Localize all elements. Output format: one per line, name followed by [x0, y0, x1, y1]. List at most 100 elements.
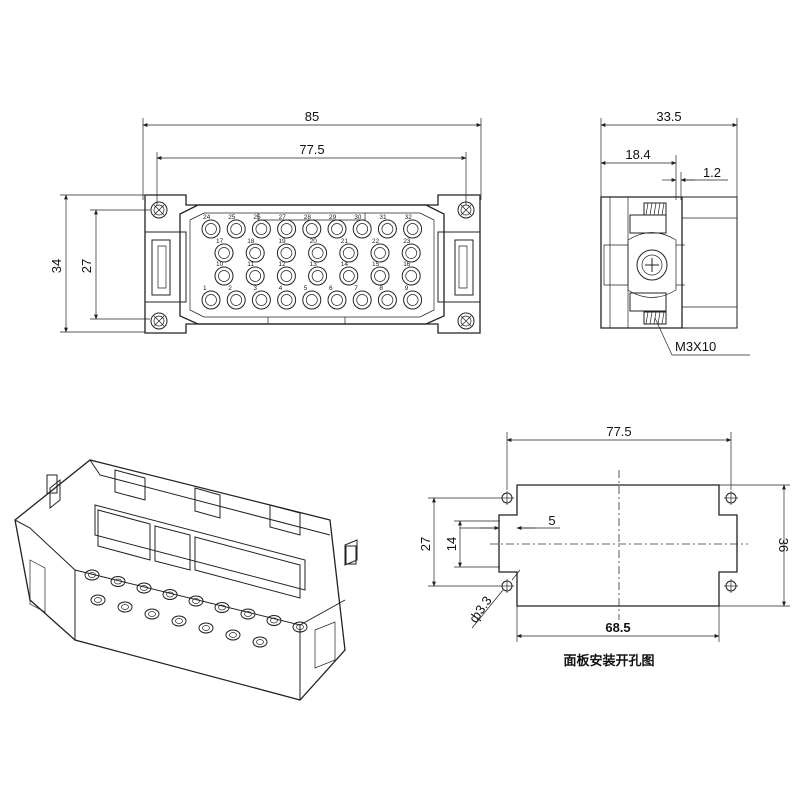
mount-hole-icon	[724, 579, 738, 593]
pin-number-label: 20	[310, 238, 318, 245]
contact-pin	[302, 290, 322, 310]
isometric-pin-socket	[256, 639, 264, 645]
pin-number-label: 19	[278, 238, 286, 245]
pin-number-label: 22	[372, 238, 380, 245]
mount-hole-icon	[724, 491, 738, 505]
screw-label: M3X10	[675, 339, 716, 354]
corner-screw-icon	[457, 201, 475, 219]
contact-pin	[401, 243, 421, 263]
contact-pin	[327, 219, 347, 239]
contact-pin	[245, 243, 265, 263]
dim-thickness: 1.2	[662, 165, 728, 200]
isometric-pin	[136, 582, 152, 594]
contact-pin-socket	[342, 247, 355, 259]
pin-number-label: 25	[228, 214, 236, 221]
contact-pin	[201, 290, 221, 310]
contact-pin-socket	[230, 223, 243, 235]
isometric-pin-socket	[121, 604, 129, 610]
contact-pin	[339, 266, 359, 286]
contact-pin-socket	[311, 270, 324, 282]
contact-pin	[277, 219, 297, 239]
pin-number-label: 5	[304, 285, 308, 292]
pin-number-label: 1	[203, 285, 207, 292]
dim-inner-width: 77.5	[156, 142, 467, 205]
corner-screw-icon	[457, 312, 475, 330]
contact-pin-socket	[280, 223, 293, 235]
dim-label-1-2: 1.2	[703, 165, 721, 180]
contact-pin-socket	[311, 247, 324, 259]
isometric-pin-socket	[114, 578, 122, 585]
isometric-pin-socket	[218, 604, 226, 611]
isometric-pin	[90, 594, 106, 606]
contact-pin-socket	[218, 270, 230, 282]
contact-pin	[352, 219, 372, 239]
isometric-pin	[240, 608, 256, 620]
contact-pin-socket	[406, 294, 419, 306]
dim-offset: 18.4	[600, 147, 677, 200]
dim-cutout-27: 27	[418, 497, 500, 587]
dim-depth: 33.5	[600, 109, 738, 200]
isometric-pin-socket	[296, 624, 304, 630]
isometric-pin-socket	[192, 598, 200, 604]
isometric-pin-socket	[270, 617, 278, 624]
pin-number-label: 15	[372, 261, 380, 268]
dim-height-inner: 27	[79, 209, 150, 320]
pin-number-label: 7	[354, 285, 358, 292]
contact-pin-socket	[331, 223, 343, 235]
contact-pin-socket	[249, 270, 262, 282]
contact-pin	[403, 219, 423, 239]
contact-pin	[277, 290, 297, 310]
pin-number-label: 4	[279, 285, 283, 292]
dim-hole-spacing: 77.5	[506, 424, 732, 490]
pin-number-label: 23	[403, 238, 411, 245]
isometric-pin	[252, 636, 268, 648]
dim-height-outer: 34	[49, 194, 145, 333]
isometric-pin	[292, 621, 308, 633]
contact-pin	[377, 290, 397, 310]
dim-cutout-36: 36	[719, 484, 791, 607]
isometric-pin	[225, 629, 241, 641]
isometric-view	[14, 459, 358, 701]
pin-number-label: 13	[310, 261, 318, 268]
pin-number-label: 9	[405, 285, 409, 292]
cutout-caption: 面板安装开孔图	[563, 653, 654, 669]
isometric-pin-socket	[94, 597, 102, 603]
contact-pin-socket	[280, 247, 293, 259]
contact-pin-socket	[305, 294, 318, 306]
contact-pin	[251, 290, 271, 310]
contact-pin-socket	[280, 294, 293, 306]
corner-screw-icon	[150, 312, 168, 330]
dim-label-33-5: 33.5	[656, 109, 681, 124]
contact-pin-socket	[381, 223, 394, 235]
contact-pin	[214, 243, 234, 263]
pin-number-label: 12	[278, 261, 286, 268]
contact-pin	[339, 243, 359, 263]
pin-number-label: 8	[379, 285, 383, 292]
pin-number-label: 17	[216, 238, 224, 245]
contact-pin-socket	[305, 223, 318, 235]
isometric-pin-socket	[202, 625, 210, 631]
pin-number-label: 32	[405, 214, 413, 221]
dim-small-offset: 5	[460, 513, 560, 530]
contact-pin	[352, 290, 372, 310]
pin-number-label: 31	[379, 214, 387, 221]
isometric-pin-socket	[244, 611, 252, 617]
isometric-pin-socket	[229, 632, 237, 638]
pin-number-label: 14	[341, 261, 349, 268]
pin-number-label: 16	[403, 261, 411, 268]
dim-label-cutout-68-5: 68.5	[605, 620, 630, 635]
isometric-pin-socket	[175, 618, 183, 624]
isometric-pin	[171, 615, 187, 627]
contact-pin	[276, 243, 296, 263]
contact-pin-socket	[280, 270, 293, 282]
contact-pin	[377, 219, 397, 239]
pin-number-label: 24	[203, 214, 211, 221]
isometric-pin	[117, 601, 133, 613]
screw-thread-top	[643, 202, 667, 216]
contact-pin-socket	[249, 247, 262, 259]
contact-pin-socket	[405, 270, 418, 282]
right-latch	[437, 231, 481, 303]
dim-label-77-5: 77.5	[299, 142, 324, 157]
isometric-pin	[214, 602, 230, 613]
